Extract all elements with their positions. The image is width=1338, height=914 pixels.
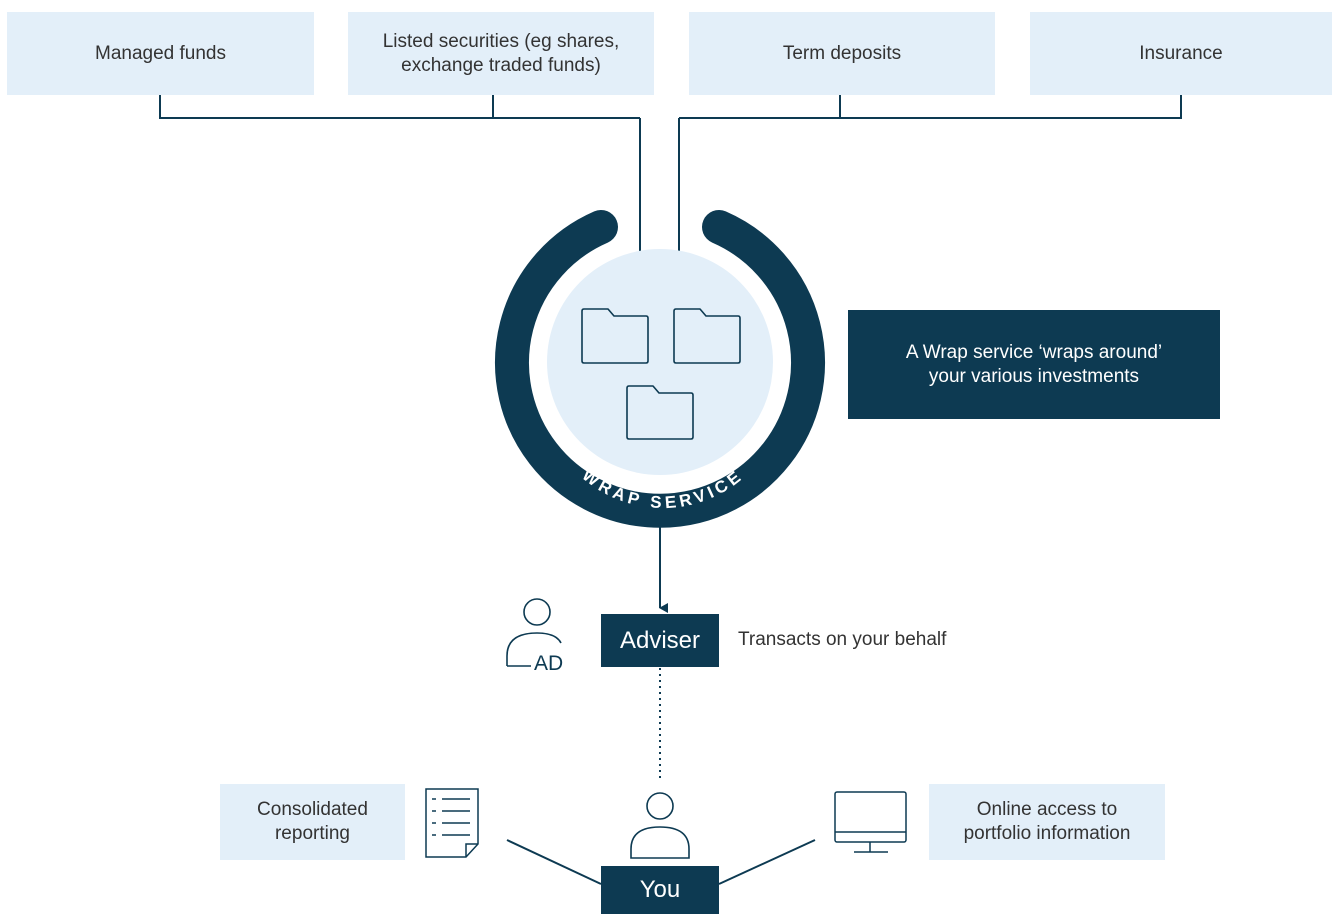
online-line1: Online access to: [976, 799, 1118, 820]
investment-label-line2: exchange traded funds): [401, 54, 601, 76]
you-person-icon: [630, 792, 690, 859]
online-line2: portfolio information: [963, 823, 1131, 844]
investment-box-insurance: Insurance: [1030, 12, 1332, 95]
report-document-icon: [425, 788, 479, 858]
adviser-icon-initials: AD: [534, 652, 563, 675]
investment-box-managed-funds: Managed funds: [7, 12, 314, 95]
adviser-label-box: Adviser: [601, 614, 719, 667]
adviser-label: Adviser: [619, 626, 701, 654]
you-label: You: [639, 876, 681, 903]
investment-label: Managed funds: [95, 42, 226, 64]
investment-box-term-deposits: Term deposits: [689, 12, 995, 95]
folder-icon: [673, 308, 741, 364]
wrap-description-line2: your various investments: [928, 365, 1140, 387]
monitor-icon: [834, 791, 907, 853]
reporting-line2: reporting: [274, 823, 350, 844]
adviser-person-icon: [506, 598, 562, 667]
adviser-note: Transacts on your behalf: [738, 629, 947, 650]
folder-icon: [626, 385, 694, 440]
connector-reporting-to-you: [506, 839, 602, 885]
folder-icon: [581, 308, 649, 364]
connector-online-to-you: [718, 839, 816, 885]
wrap-description-box: A Wrap service ‘wraps around’ your vario…: [848, 310, 1220, 419]
investment-label: Insurance: [1139, 42, 1223, 64]
you-label-box: You: [601, 866, 719, 914]
consolidated-reporting-box: Consolidated reporting: [220, 784, 405, 860]
online-access-box: Online access to portfolio information: [929, 784, 1165, 860]
wrap-description-line1: A Wrap service ‘wraps around’: [905, 341, 1163, 363]
reporting-line1: Consolidated: [257, 799, 368, 820]
investment-label-line1: Listed securities (eg shares,: [382, 30, 620, 52]
investment-label: Term deposits: [782, 42, 902, 64]
investment-box-listed-securities: Listed securities (eg shares, exchange t…: [348, 12, 654, 95]
connector-left-group: [159, 95, 648, 260]
wrap-service-ring: WRAP SERVICE: [495, 210, 825, 528]
